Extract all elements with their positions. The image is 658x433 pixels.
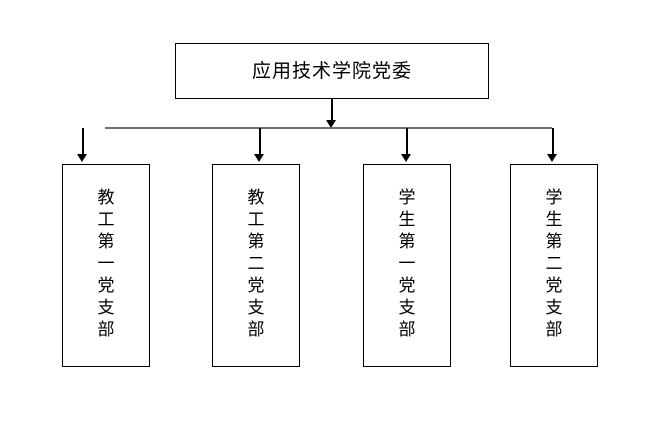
connector-branch-2: [259, 128, 261, 156]
connector-branch-2-arrowhead: [254, 154, 264, 162]
node-branch-3-label: 学生第一党支部: [364, 187, 450, 341]
label-char: 第: [545, 232, 563, 252]
label-char: 支: [97, 298, 115, 318]
label-char: 生: [545, 210, 563, 230]
connector-branch-4-arrowhead: [547, 154, 557, 162]
label-char: 部: [398, 320, 416, 340]
label-char: 一: [97, 254, 115, 274]
label-char: 部: [545, 320, 563, 340]
connector-branch-4: [552, 128, 554, 156]
label-char: 支: [545, 298, 563, 318]
connector-branch-1-arrowhead: [77, 154, 87, 162]
connector-root-trunk: [331, 99, 333, 122]
label-char: 党: [97, 276, 115, 296]
node-root[interactable]: 应用技术学院党委: [175, 43, 489, 99]
label-char: 工: [247, 210, 265, 230]
node-root-label: 应用技术学院党委: [251, 59, 412, 82]
label-char: 部: [97, 320, 115, 340]
label-char: 支: [398, 298, 416, 318]
label-char: 教: [97, 188, 115, 208]
connector-branch-3-arrowhead: [401, 154, 411, 162]
node-branch-4[interactable]: 学生第二党支部: [510, 164, 598, 367]
label-char: 二: [545, 254, 563, 274]
label-char: 第: [398, 232, 416, 252]
label-char: 党: [398, 276, 416, 296]
node-branch-1-label: 教工第一党支部: [63, 187, 149, 341]
connector-horizontal-bus: [105, 127, 552, 129]
label-char: 二: [247, 254, 265, 274]
label-char: 教: [247, 188, 265, 208]
label-char: 工: [97, 210, 115, 230]
label-char: 党: [247, 276, 265, 296]
label-char: 学: [545, 188, 563, 208]
label-char: 第: [247, 232, 265, 252]
label-char: 生: [398, 210, 416, 230]
node-branch-4-label: 学生第二党支部: [511, 187, 597, 341]
node-branch-3[interactable]: 学生第一党支部: [363, 164, 451, 367]
label-char: 部: [247, 320, 265, 340]
label-char: 一: [398, 254, 416, 274]
node-branch-2[interactable]: 教工第二党支部: [212, 164, 300, 367]
label-char: 学: [398, 188, 416, 208]
connector-branch-3: [406, 128, 408, 156]
label-char: 第: [97, 232, 115, 252]
connector-root-arrowhead: [326, 120, 336, 128]
label-char: 支: [247, 298, 265, 318]
node-branch-2-label: 教工第二党支部: [213, 187, 299, 341]
connector-branch-1: [82, 128, 84, 156]
label-char: 党: [545, 276, 563, 296]
node-branch-1[interactable]: 教工第一党支部: [62, 164, 150, 367]
